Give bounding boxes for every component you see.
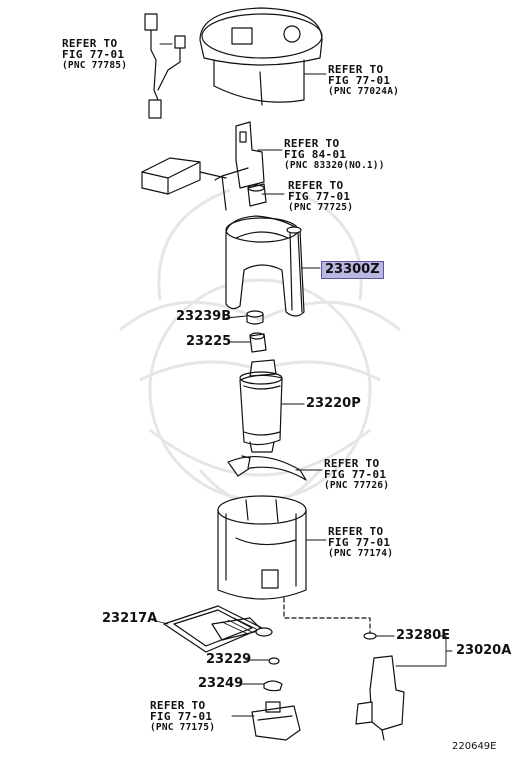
reference-line-1: REFER TO [288, 179, 344, 192]
washer [268, 657, 280, 665]
reference-line-2: FIG 77-01 [150, 710, 213, 723]
clip [263, 680, 283, 692]
pump-bracket [217, 495, 307, 600]
fuel-pump [239, 359, 283, 453]
fuel-filter-assembly [225, 215, 305, 317]
reference-line-1: REFER TO [328, 525, 384, 538]
connector-line [283, 597, 371, 637]
leader-lines [151, 43, 453, 717]
suction-filter [163, 605, 273, 653]
reference-line-1: REFER TO [62, 37, 118, 50]
reference-note-77725: REFER TO FIG 77-01 (PNC 77725) [288, 180, 353, 213]
reference-line-1: REFER TO [284, 137, 340, 150]
reference-note-77726: REFER TO FIG 77-01 (PNC 77726) [324, 458, 389, 491]
reference-note-77785: REFER TO FIG 77-01 (PNC 77785) [62, 38, 127, 71]
figure-id: 220649E [452, 741, 497, 752]
part-number-23249[interactable]: 23249 [198, 676, 244, 691]
fuel-sender-gauge [141, 121, 265, 211]
reference-line-2: FIG 77-01 [324, 468, 387, 481]
part-number-23225[interactable]: 23225 [186, 334, 232, 349]
reference-note-77175: REFER TO FIG 77-01 (PNC 77175) [150, 700, 215, 733]
part-number-23217a[interactable]: 23217A [102, 611, 158, 626]
reference-pnc: (PNC 77725) [288, 202, 354, 213]
reference-line-1: REFER TO [324, 457, 380, 470]
fuel-pump-cover-plate [199, 7, 323, 106]
part-number-23300z[interactable]: 23300Z [321, 261, 384, 279]
pressure-regulator [355, 632, 405, 741]
reference-pnc: (PNC 77785) [62, 60, 128, 71]
part-number-23239b[interactable]: 23239B [176, 309, 232, 324]
part-number-23229[interactable]: 23229 [206, 652, 252, 667]
grommet [247, 183, 267, 207]
reference-line-1: REFER TO [328, 63, 384, 76]
part-number-23220p[interactable]: 23220P [306, 396, 361, 411]
o-ring [246, 310, 264, 325]
reference-pnc: (PNC 83320(NO.1)) [284, 160, 385, 171]
reference-note-83320: REFER TO FIG 84-01 (PNC 83320(NO.1)) [284, 138, 385, 171]
reference-pnc: (PNC 77024A) [328, 86, 400, 97]
reference-line-2: FIG 77-01 [62, 48, 125, 61]
reference-line-1: REFER TO [150, 699, 206, 712]
pump-cushion [249, 332, 267, 353]
pump-bottom-bracket [251, 701, 301, 741]
part-number-23280e[interactable]: 23280E [396, 628, 451, 643]
reference-pnc: (PNC 77726) [324, 480, 390, 491]
part-number-23020a[interactable]: 23020A [456, 643, 512, 658]
reference-pnc: (PNC 77175) [150, 722, 216, 733]
pump-retainer-clip [227, 455, 307, 481]
reference-note-77024a: REFER TO FIG 77-01 (PNC 77024A) [328, 64, 399, 97]
reference-note-77174: REFER TO FIG 77-01 (PNC 77174) [328, 526, 393, 559]
reference-pnc: (PNC 77174) [328, 548, 394, 559]
reference-line-2: FIG 77-01 [328, 74, 391, 87]
reference-line-2: FIG 84-01 [284, 148, 347, 161]
reference-line-2: FIG 77-01 [288, 190, 351, 203]
wire-harness [144, 13, 186, 119]
reference-line-2: FIG 77-01 [328, 536, 391, 549]
